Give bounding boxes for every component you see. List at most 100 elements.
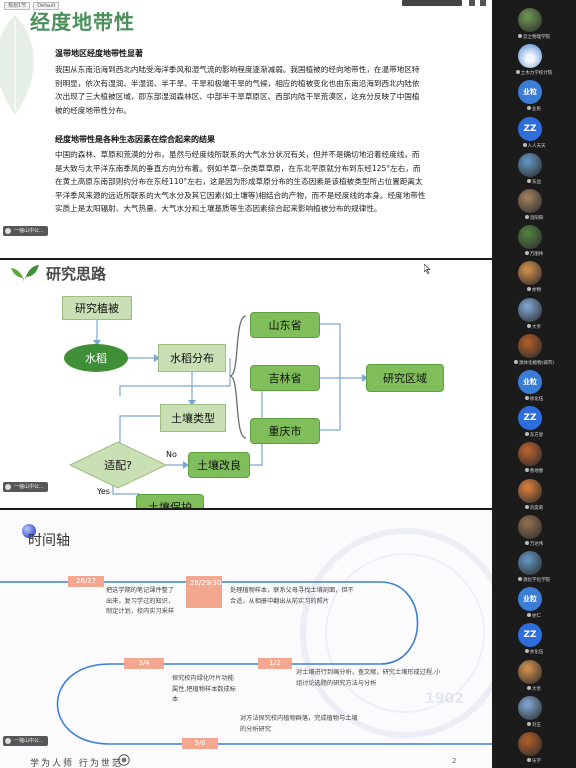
participant-avatar[interactable]	[518, 261, 542, 286]
mouse-cursor-icon	[424, 264, 431, 274]
tab-1[interactable]: 规划1节	[4, 2, 31, 10]
participant-avatar[interactable]	[518, 551, 542, 575]
timeline-date: 28/29/30	[186, 576, 222, 608]
slide-header: 研究思路	[10, 262, 106, 284]
node-rice-distribution: 水稻分布	[158, 344, 226, 372]
participant-name-text: 云之物理学院	[523, 35, 550, 40]
sprout-icon	[11, 265, 39, 283]
participant-avatar[interactable]	[518, 442, 542, 467]
participant-name: 业民	[496, 106, 572, 112]
participant-name: 土木力学校计院	[496, 70, 572, 76]
participant-avatar[interactable]	[518, 297, 542, 322]
section-paragraph: 我国从东南沿海到西北内陆受海洋季风和湿气流的影响程度逐渐减弱。我国植被的经向地带…	[55, 65, 420, 115]
participant-avatar[interactable]	[518, 478, 542, 503]
node-jilin: 吉林省	[250, 365, 320, 391]
participant-avatar[interactable]	[518, 44, 542, 69]
participant-avatar[interactable]: 业粒	[518, 80, 542, 105]
window-titlebar[interactable]	[402, 0, 462, 6]
participant-avatar[interactable]: 业粒	[518, 587, 542, 612]
participant-name: 乐学	[496, 758, 572, 764]
participant-name-text: 流阳阳	[529, 216, 544, 221]
participant-name-text: 徐化伍	[529, 397, 544, 402]
participant-name: 刘玉	[496, 721, 572, 728]
participant-name-text: 源化学化学院	[523, 578, 550, 583]
slide-timeline: 1902 时间轴 26/27 把这学期的笔记课件整了出来，复习学过的知识，制定计…	[0, 508, 492, 768]
timeline-text: 把这学期的笔记课件整了出来，复习学过的知识，制定计划，校内实习采样	[106, 587, 175, 616]
mic-icon	[527, 685, 531, 690]
participant-name: 万达伟	[496, 540, 572, 547]
minimize-icon[interactable]	[469, 0, 475, 6]
node-rice: 水稻	[64, 344, 128, 372]
timeline-date: 1/2	[258, 658, 292, 669]
node-chongqing: 重庆市	[250, 418, 320, 444]
participant-name: 亦仁	[496, 613, 572, 619]
participant-avatar[interactable]	[518, 695, 542, 720]
participant-name-text: 东边	[532, 179, 541, 185]
presenter-tag[interactable]: 一袖山中公...	[3, 482, 48, 492]
presenter-tag[interactable]: 一袖山中公...	[3, 736, 48, 746]
participant-avatar[interactable]	[518, 189, 542, 213]
participant-avatar[interactable]: 业粒	[518, 370, 542, 394]
mic-icon	[513, 359, 518, 364]
divider	[0, 508, 492, 510]
participant-name: 亦物	[496, 287, 572, 293]
participant-name: 源体化植物(城市)	[496, 359, 572, 366]
tab-2[interactable]: Default	[33, 2, 60, 10]
section-paragraph: 中国的森林、草原和荒漠的分布，虽然与经度线所联系的大气水分状况有关，但并不是确切…	[55, 150, 426, 214]
participant-name: 流阳阳	[496, 215, 572, 221]
section-heading: 温带地区经度地带性显著	[55, 49, 143, 58]
mic-icon	[527, 721, 531, 726]
participant-name: 徐化伍	[496, 396, 572, 402]
participant-name-text: 乐学	[532, 759, 541, 764]
participant-avatar[interactable]: ZZ	[518, 406, 542, 431]
timeline-date: 5/6	[182, 738, 218, 749]
mic-icon	[515, 70, 520, 75]
avatar-icon	[5, 228, 11, 234]
participant-name-text: 万达伟	[529, 541, 544, 547]
participant-name: 东方星	[496, 432, 572, 438]
participant-avatar[interactable]	[518, 514, 542, 539]
university-seal-watermark	[300, 528, 492, 738]
mic-icon	[524, 649, 529, 654]
participant-name: 大亲	[496, 323, 572, 330]
participant-avatar[interactable]	[518, 152, 542, 177]
participant-avatar[interactable]	[518, 659, 542, 684]
participant-name-text: 亦仁	[532, 614, 541, 620]
timeline-path	[0, 581, 492, 745]
node-shandong: 山东省	[250, 312, 320, 338]
participant-name: 香地春	[496, 468, 572, 474]
timeline-text: 对土壤进行到画分析，查文献，研究土壤形成过程,小组讨论选题的研究方法与分析	[296, 669, 441, 687]
mic-icon	[524, 432, 529, 437]
presenter-name: 一袖山中公...	[14, 738, 44, 744]
participant-name-text: 大亲	[532, 686, 541, 692]
participant-avatar[interactable]	[518, 8, 542, 32]
maximize-icon[interactable]	[480, 0, 486, 6]
slide-longitude-zonality: 规划1节 Default 经度地带性 温带地区经度地带性显著 我国从东南沿海到西…	[0, 0, 492, 258]
mic-icon	[527, 613, 531, 618]
label-yes: Yes	[97, 487, 110, 496]
shared-slides-area: 规划1节 Default 经度地带性 温带地区经度地带性显著 我国从东南沿海到西…	[0, 0, 492, 768]
mic-icon	[524, 540, 529, 545]
timeline-date: 3/4	[124, 658, 164, 669]
participant-name: 亦化伍	[496, 649, 572, 655]
participant-avatar[interactable]	[518, 225, 542, 250]
university-seal-inner	[325, 553, 485, 713]
slide-title: 时间轴	[28, 533, 70, 549]
slide-research-idea: 研究思路	[0, 258, 492, 508]
seal-year: 1902	[425, 691, 464, 707]
participant-avatar[interactable]	[518, 333, 542, 358]
top-tabs: 规划1节 Default	[4, 2, 60, 10]
presenter-tag[interactable]: 一袖山中公...	[3, 226, 48, 236]
participant-avatar[interactable]: ZZ	[518, 116, 542, 141]
participant-name: 大亲	[496, 685, 572, 692]
mic-icon	[527, 287, 531, 292]
node-suitable: 适配?	[104, 459, 132, 472]
node-research-region: 研究区域	[366, 364, 444, 392]
participant-avatar[interactable]: ZZ	[518, 623, 542, 648]
participant-avatar[interactable]	[518, 732, 542, 756]
mic-icon	[518, 34, 522, 38]
mic-icon	[524, 215, 529, 219]
participant-name: 人人天天	[496, 142, 572, 149]
slide-title: 经度地带性	[30, 10, 135, 34]
